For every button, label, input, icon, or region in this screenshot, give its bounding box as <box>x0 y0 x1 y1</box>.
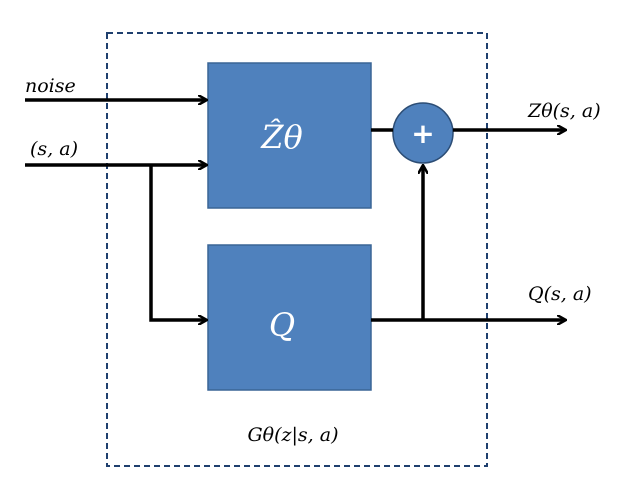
z-hat-block-label: Ẑθ <box>260 118 303 156</box>
state-action-label: (s, a) <box>30 138 78 160</box>
generator-label: Gθ(z|s, a) <box>247 424 338 446</box>
state-action-branch <box>149 165 206 320</box>
noise-label: noise <box>25 75 76 97</box>
sum-node-label: + <box>411 117 434 150</box>
z-hat-block <box>207 62 372 209</box>
sum-node <box>392 102 454 164</box>
q-block <box>207 244 372 391</box>
generator-container <box>106 32 488 467</box>
q-output-label: Q(s, a) <box>528 283 592 305</box>
z-output-label: Zθ(s, a) <box>527 100 601 122</box>
q-block-label: Q <box>269 306 295 344</box>
